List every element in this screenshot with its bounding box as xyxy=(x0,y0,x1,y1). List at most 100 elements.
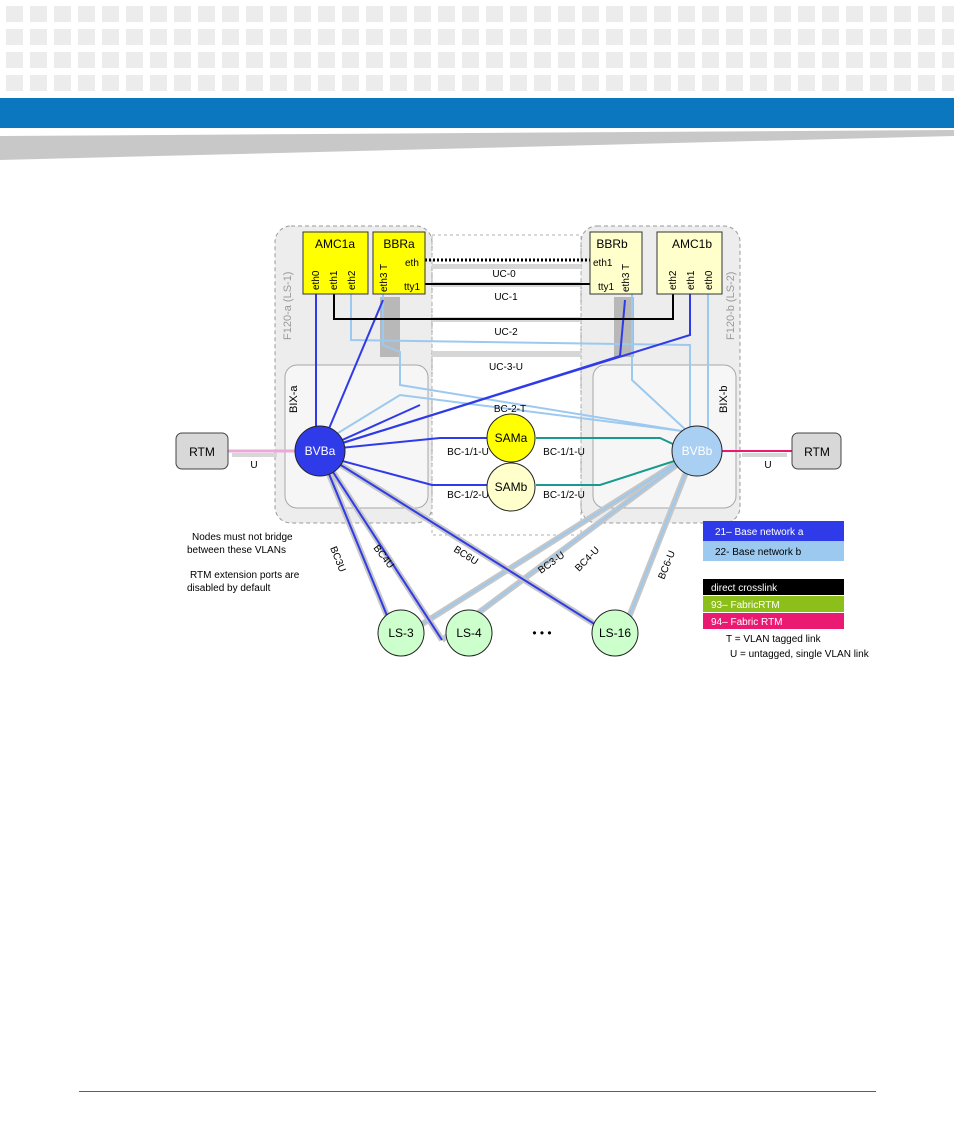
header-tile xyxy=(462,6,479,22)
samb-node xyxy=(486,462,536,512)
center-dashed-region xyxy=(431,234,582,536)
header-tile xyxy=(174,52,191,68)
header-tile xyxy=(678,6,695,22)
crosslink-uc2 xyxy=(333,294,674,320)
header-tile xyxy=(750,29,767,45)
header-tile xyxy=(54,52,71,68)
bbra-eth: eth xyxy=(405,258,419,269)
header-tile xyxy=(198,6,215,22)
header-tile xyxy=(558,75,575,91)
legend-base-b-swatch xyxy=(703,541,844,561)
header-tile xyxy=(822,6,839,22)
header-tile xyxy=(438,52,455,68)
header-tile xyxy=(438,75,455,91)
amc1a-title: AMC1a xyxy=(315,237,355,251)
header-tile xyxy=(102,52,119,68)
header-tile xyxy=(510,29,527,45)
bbra-eth3: eth3 T xyxy=(379,264,390,292)
rtm-left-box xyxy=(175,432,229,470)
header-tile xyxy=(678,75,695,91)
header-tile xyxy=(438,6,455,22)
header-tile xyxy=(942,75,954,91)
amc1b-port-2: eth0 xyxy=(704,270,715,290)
header-tile xyxy=(606,6,623,22)
legend-crosslink-swatch xyxy=(703,579,844,595)
header-tile xyxy=(894,6,911,22)
header-tile xyxy=(6,6,23,22)
header-tile xyxy=(294,6,311,22)
u-band-left xyxy=(232,453,277,457)
header-tile xyxy=(246,29,263,45)
header-tile-pattern xyxy=(6,6,954,91)
header-tile xyxy=(150,6,167,22)
header-tile xyxy=(918,29,935,45)
header-tile xyxy=(294,29,311,45)
amc1a-port-2: eth2 xyxy=(347,270,358,290)
header-tile xyxy=(822,75,839,91)
legend-base-a-swatch xyxy=(703,521,844,541)
ls-ellipsis: • • • xyxy=(532,626,551,640)
header-tile xyxy=(870,29,887,45)
header-tile xyxy=(870,52,887,68)
amc1a-port-1: eth1 xyxy=(329,270,340,290)
label-bc2: BC-2-T xyxy=(494,404,526,415)
header-tile xyxy=(846,52,863,68)
header-tile xyxy=(270,75,287,91)
header-tile xyxy=(390,6,407,22)
header-tile xyxy=(942,52,954,68)
header-tile xyxy=(126,75,143,91)
rtm-right-box xyxy=(791,432,842,470)
header-tile xyxy=(126,6,143,22)
header-tile xyxy=(54,75,71,91)
header-tile xyxy=(78,29,95,45)
header-tile xyxy=(654,6,671,22)
note1-line1: Nodes must not bridge xyxy=(192,532,293,543)
label-bc6-b: BC6-U xyxy=(657,549,678,581)
bix-a-label: BIX-a xyxy=(288,385,300,413)
header-tile xyxy=(462,75,479,91)
ls4-label: LS-4 xyxy=(456,626,482,640)
header-tile xyxy=(342,75,359,91)
header-tile xyxy=(510,6,527,22)
header-blue-bar xyxy=(0,98,954,128)
label-bc12-right: BC-1/2-U xyxy=(543,490,585,501)
header-tile xyxy=(198,29,215,45)
bbra-title: BBRa xyxy=(383,237,415,251)
header-tile xyxy=(894,52,911,68)
header-tile xyxy=(822,29,839,45)
footer-rule xyxy=(79,1091,876,1092)
amc1a-port-0: eth0 xyxy=(311,270,322,290)
header-tile xyxy=(654,75,671,91)
header-tile xyxy=(654,52,671,68)
header-tile xyxy=(30,29,47,45)
header-tile xyxy=(54,6,71,22)
header-tile xyxy=(630,29,647,45)
header-tile xyxy=(774,29,791,45)
header-tile xyxy=(366,6,383,22)
header-tile xyxy=(678,29,695,45)
header-tile xyxy=(366,75,383,91)
label-bc3-b: BC3-U xyxy=(536,550,567,577)
header-tile xyxy=(462,52,479,68)
header-tile xyxy=(798,29,815,45)
header-tile xyxy=(222,75,239,91)
header-tile xyxy=(798,6,815,22)
header-tile xyxy=(270,6,287,22)
header-tile xyxy=(654,29,671,45)
header-tile xyxy=(750,6,767,22)
header-tile xyxy=(294,75,311,91)
header-tile xyxy=(846,75,863,91)
bvba-label: BVBa xyxy=(305,444,336,458)
header-tile xyxy=(534,6,551,22)
uc-band-3 xyxy=(432,351,581,357)
header-tile xyxy=(846,29,863,45)
ls4-node xyxy=(445,609,493,657)
header-tile xyxy=(798,75,815,91)
header-tile xyxy=(102,29,119,45)
amc1a-block xyxy=(302,231,369,295)
header-tile xyxy=(942,6,954,22)
rtm-right-label: RTM xyxy=(804,445,830,459)
header-tile xyxy=(750,52,767,68)
header-tile xyxy=(918,75,935,91)
legend-fabric93-swatch xyxy=(703,596,844,612)
